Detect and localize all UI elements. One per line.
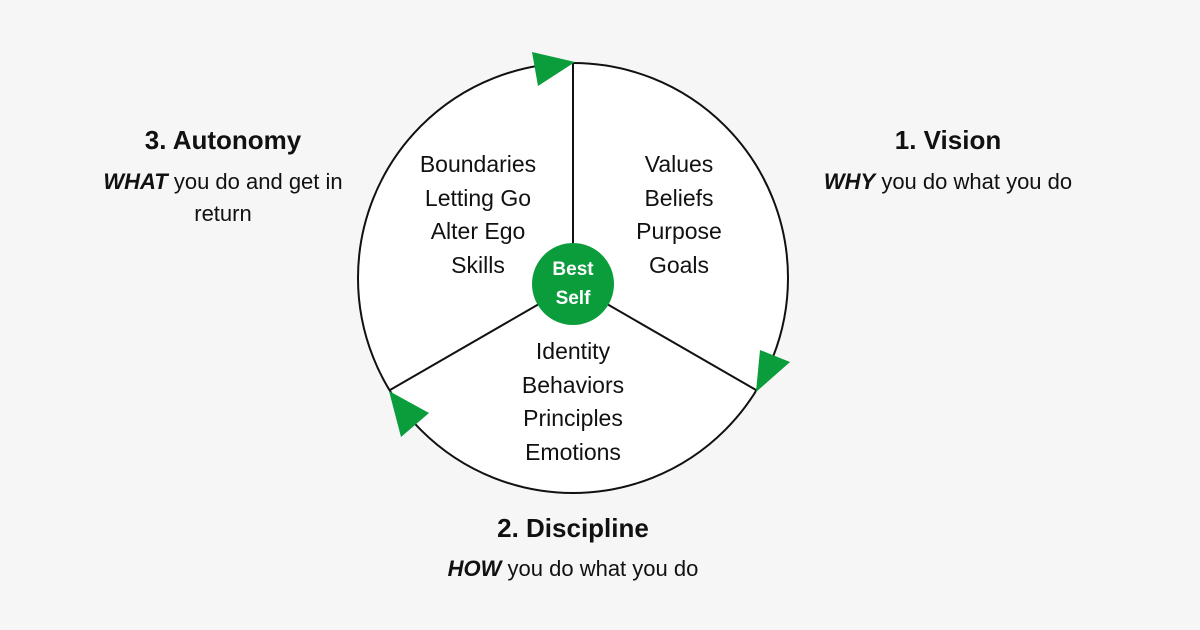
discipline-emphasis: HOW [447, 556, 502, 581]
list-item: Identity [535, 338, 611, 364]
list-item: Emotions [525, 438, 621, 465]
list-item: Boundaries [419, 151, 537, 177]
discipline-subtitle-rest: you do what you do [501, 556, 699, 581]
discipline-segment-list: Identity Behaviors Principles Emotions [483, 335, 663, 469]
list-item: Goals [648, 251, 710, 278]
discipline-title: 2. Discipline [497, 513, 649, 543]
list-item: Purpose [636, 218, 722, 244]
vision-title: 1. Vision [894, 125, 1002, 155]
center-line-2: Self [555, 288, 591, 309]
cycle-arrow-icon [389, 391, 429, 437]
vision-subtitle-rest: you do what you do [875, 169, 1073, 194]
autonomy-title: 3. Autonomy [144, 125, 302, 155]
autonomy-segment-list: Boundaries Letting Go Alter Ego Skills [388, 148, 568, 282]
list-item: Letting Go [424, 184, 532, 211]
list-item: Beliefs [644, 184, 714, 211]
divider-lower-left [389, 303, 540, 391]
discipline-subtitle: HOW you do what you do [403, 553, 743, 585]
autonomy-subtitle-rest: you do and get in return [167, 169, 343, 226]
list-item: Alter Ego [430, 218, 526, 244]
center-line-1: Best [552, 259, 594, 280]
vision-segment-list: Values Beliefs Purpose Goals [589, 148, 769, 282]
vision-subtitle: WHY you do what you do [788, 166, 1108, 198]
list-item: Values [644, 151, 714, 177]
list-item: Principles [523, 405, 623, 431]
cycle-arrow-icon [756, 350, 790, 392]
autonomy-emphasis: WHAT [103, 169, 168, 194]
list-item: Skills [451, 251, 505, 278]
autonomy-subtitle: WHAT you do and get in return [84, 166, 362, 230]
cycle-arrow-icon [532, 52, 575, 86]
best-self-circle [532, 243, 614, 325]
vision-emphasis: WHY [823, 169, 876, 194]
divider-lower-right [606, 303, 757, 391]
best-self-label: Best Self [532, 243, 614, 325]
list-item: Behaviors [521, 371, 625, 398]
